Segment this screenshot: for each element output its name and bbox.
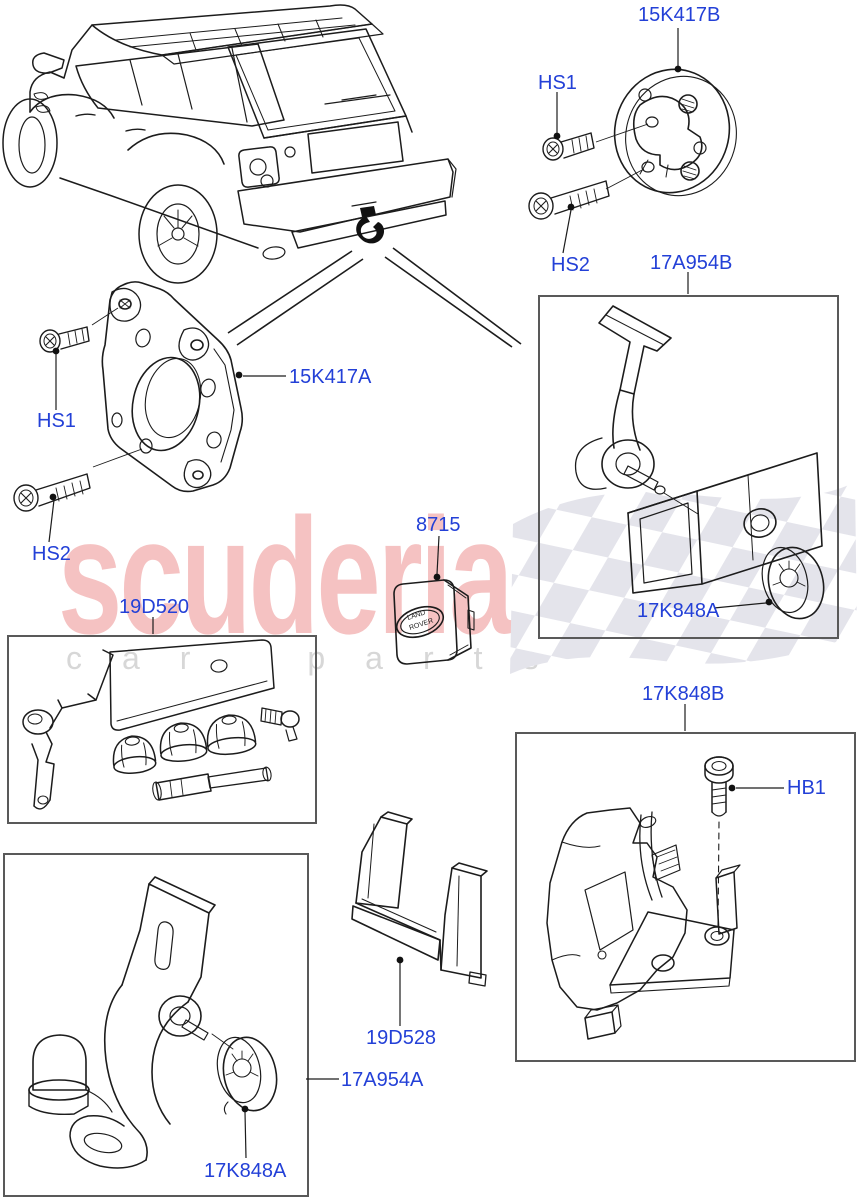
part-label-HS1-left[interactable]: HS1 bbox=[37, 410, 76, 432]
part-label-HS2-left[interactable]: HS2 bbox=[32, 543, 71, 565]
part-label-15K417B[interactable]: 15K417B bbox=[638, 4, 721, 26]
mounting-plate-15K417A-illustration bbox=[101, 281, 244, 493]
pointer-lines-from-vehicle bbox=[227, 247, 522, 348]
screw-hs1-left-illustration bbox=[39, 326, 90, 353]
callout-leader-lines bbox=[48, 28, 784, 1159]
callout-dots bbox=[49, 65, 773, 1113]
box-socket-kit-17K848B bbox=[515, 732, 856, 1062]
box-receiver-kit-17A954B bbox=[538, 295, 839, 639]
box-towball-kit-17A954A bbox=[3, 853, 309, 1197]
part-label-17A954B[interactable]: 17A954B bbox=[650, 252, 733, 274]
towing-electrics-kit-illustration bbox=[22, 639, 300, 810]
screw-alignment-hairlines-left bbox=[91, 307, 143, 468]
watermark-checkered-flag-icon bbox=[510, 482, 857, 674]
socket-holder-bracket-illustration bbox=[351, 811, 488, 987]
part-label-19D520[interactable]: 19D520 bbox=[119, 596, 190, 618]
vehicle-rear-view-illustration bbox=[2, 4, 457, 284]
hitch-cover-plug-8715-illustration: LAND ROVER bbox=[393, 579, 475, 665]
tow-receiver-bracket-illustration bbox=[574, 305, 825, 620]
part-label-HB1[interactable]: HB1 bbox=[787, 777, 826, 799]
socket-mounting-bracket-illustration bbox=[546, 756, 741, 1040]
screw-hs2-left-illustration bbox=[13, 473, 91, 512]
swan-neck-towbar-illustration bbox=[28, 876, 278, 1169]
screw-alignment-hairlines-top bbox=[595, 123, 649, 190]
part-label-HS2-top[interactable]: HS2 bbox=[551, 254, 590, 276]
box-wiring-kit-19D520 bbox=[7, 635, 317, 824]
part-label-8715[interactable]: 8715 bbox=[416, 514, 461, 536]
screw-hs2-top-illustration bbox=[528, 180, 610, 220]
part-label-17K848A-receiver[interactable]: 17K848A bbox=[637, 600, 720, 622]
watermark-subtext: car parts bbox=[66, 640, 579, 676]
part-label-19D528[interactable]: 19D528 bbox=[366, 1027, 437, 1049]
part-label-17K848A-towball[interactable]: 17K848A bbox=[204, 1160, 287, 1182]
screw-hs1-top-illustration bbox=[542, 132, 595, 161]
part-label-15K417A[interactable]: 15K417A bbox=[289, 366, 372, 388]
part-label-17A954A[interactable]: 17A954A bbox=[341, 1069, 424, 1091]
part-label-HS1-top[interactable]: HS1 bbox=[538, 72, 577, 94]
adapter-flange-15K417B-illustration bbox=[613, 68, 737, 197]
part-label-17K848B[interactable]: 17K848B bbox=[642, 683, 725, 705]
